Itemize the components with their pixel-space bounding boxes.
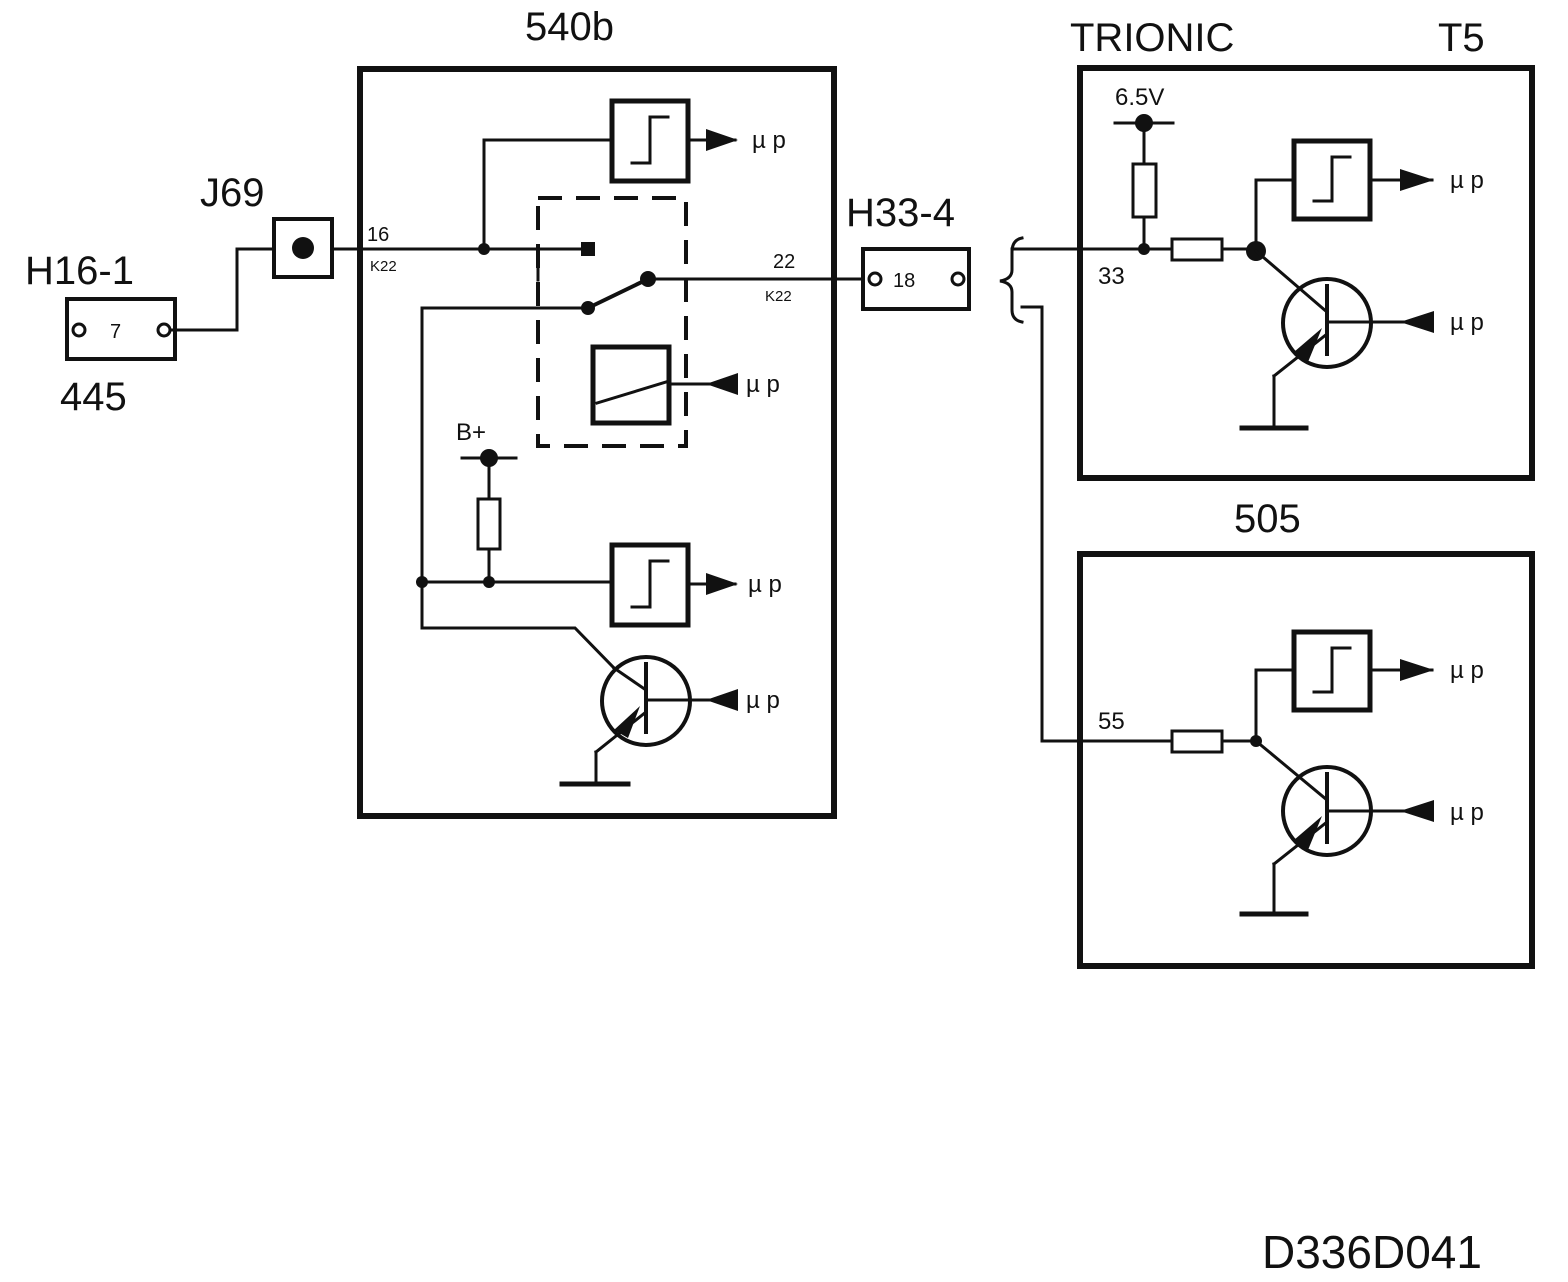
connector-h33-4-pin-number: 18	[893, 270, 915, 292]
arrow-left-icon	[706, 689, 738, 711]
connector-h16-1-pin-right	[156, 322, 172, 338]
wire-to-trigger-4	[1254, 668, 1296, 743]
junction-resistor-b-plus	[483, 576, 495, 588]
wire-to-trigger-3	[1254, 178, 1296, 253]
arrow-right-icon	[1400, 659, 1434, 681]
resistor-b-plus	[476, 497, 502, 551]
pin-16-label: 16	[367, 224, 389, 246]
supply-b-plus-label: B+	[456, 419, 486, 446]
connector-j69	[272, 217, 334, 279]
relay-coil-diagonal	[595, 380, 668, 405]
emitter-arrow-icon	[1294, 816, 1322, 850]
arrow-right-icon	[706, 573, 738, 595]
connector-h33-4-pin-right	[950, 271, 966, 287]
connector-h33-4-label: H33-4	[846, 191, 955, 235]
mp-label-5: µ p	[1450, 167, 1484, 194]
emitter-arrow-icon	[1294, 328, 1322, 362]
connector-j69-label: J69	[200, 171, 265, 215]
step-icon	[1312, 155, 1352, 203]
mp-label-1: µ p	[752, 127, 786, 154]
pin-k22-b-label: K22	[765, 288, 792, 305]
mp-label-4: µ p	[746, 687, 780, 714]
connector-h16-1-pin-number: 7	[110, 321, 121, 343]
wire-h16-j69	[168, 247, 276, 332]
module-trionic-title: TRIONIC	[1070, 16, 1234, 60]
arrow-left-icon	[1400, 311, 1434, 333]
relay-housing	[536, 196, 688, 448]
wire-to-trigger-1	[482, 138, 614, 251]
transistor-trionic-collector	[1253, 248, 1330, 315]
schmitt-trigger-2	[609, 542, 691, 628]
module-trionic-box	[1077, 65, 1535, 481]
arrow-right-icon	[1400, 169, 1434, 191]
wire-switch-lower	[420, 306, 617, 671]
switch-contact-upper	[581, 242, 595, 256]
pin-33-label: 33	[1098, 263, 1125, 290]
module-540b-title: 540b	[525, 5, 614, 49]
pin-k22-a-label: K22	[370, 258, 397, 275]
module-540b-box	[357, 66, 837, 819]
supply-6-5v-label: 6.5V	[1115, 84, 1164, 111]
transistor-505-collector	[1253, 738, 1330, 803]
mp-label-7: µ p	[1450, 657, 1484, 684]
resistor-6-5v	[1131, 162, 1158, 219]
step-icon	[630, 115, 670, 165]
module-t5-title: T5	[1438, 16, 1485, 60]
connector-j69-pin	[292, 237, 314, 259]
pin-22-label: 22	[773, 251, 795, 273]
arrow-right-icon	[706, 129, 738, 151]
drawing-code: D336D041	[1262, 1226, 1482, 1278]
resistor-series-505	[1170, 729, 1224, 754]
mp-label-6: µ p	[1450, 309, 1484, 336]
transistor-540b-collector	[611, 665, 649, 693]
mp-label-2: µ p	[746, 371, 780, 398]
wire-splice-brace	[999, 236, 1024, 324]
step-icon	[1312, 646, 1352, 694]
connector-h16-1-label: H16-1	[25, 249, 134, 293]
mp-label-8: µ p	[1450, 799, 1484, 826]
connector-445-label: 445	[60, 375, 127, 419]
connector-h33-4-pin-left	[867, 271, 883, 287]
wire-to-505	[1020, 305, 1174, 743]
switch-blade	[585, 276, 651, 311]
module-505-title: 505	[1234, 497, 1301, 541]
connector-h16-1-pin-left	[71, 322, 87, 338]
pin-55-label: 55	[1098, 708, 1125, 735]
arrow-left-icon	[706, 373, 738, 395]
module-505-box	[1077, 551, 1535, 969]
resistor-series-trionic	[1170, 237, 1224, 262]
mp-label-3: µ p	[748, 571, 782, 598]
emitter-arrow-icon	[614, 706, 640, 738]
step-icon	[630, 559, 670, 609]
arrow-left-icon	[1400, 800, 1434, 822]
